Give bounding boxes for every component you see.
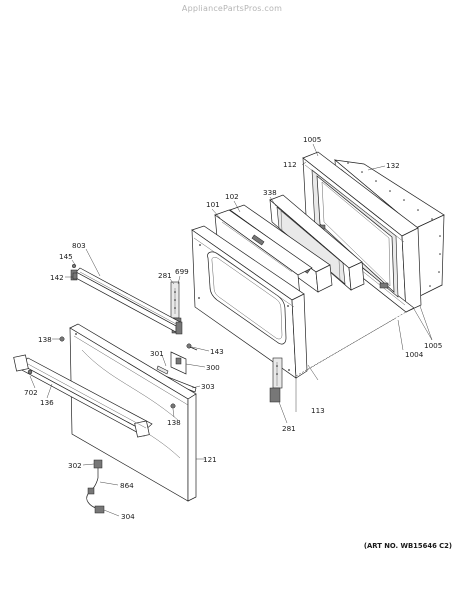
callout-138-left: 138 [38,335,52,344]
door-handle-136 [13,354,153,438]
lock-bracket-300 [170,351,187,375]
inner-door-panel [191,225,308,379]
callout-138-right: 138 [167,418,181,427]
callout-338: 338 [263,188,277,197]
screw-143 [186,343,198,351]
hinge-right-281 [269,357,283,403]
screw-138-right [170,403,176,409]
callout-864: 864 [120,481,134,490]
callout-101: 101 [206,200,220,209]
latch-link-301 [156,365,169,375]
outer-door-glass-121 [69,323,197,502]
screw-138-left [59,336,65,342]
callout-1005-top: 1005 [303,135,321,144]
callout-303: 303 [201,382,215,391]
screw-702 [27,369,33,375]
callout-304: 304 [121,512,135,521]
leader-lines [29,143,433,517]
callout-302: 302 [68,461,82,470]
callout-142: 142 [50,273,64,282]
site-watermark: AppliancePartsPros.com [181,4,283,13]
callout-112: 112 [283,160,297,169]
callout-803: 803 [72,241,86,250]
callout-labels: 1005 112 132 338 102 101 803 145 142 281… [24,135,452,550]
callout-301: 301 [150,349,164,358]
vent-trim-803 [70,267,183,335]
callout-145: 145 [59,252,73,261]
callout-1005-right: 1005 [424,341,442,350]
assembly-lines [295,311,407,412]
inner-door-liner-112 [302,151,422,313]
callout-121: 121 [203,455,217,464]
art-number: (ART NO. WB15646 C2) [364,542,452,550]
callout-113: 113 [311,406,325,415]
callout-300: 300 [206,363,220,372]
callout-281-right: 281 [282,424,296,433]
callout-1004: 1004 [405,350,424,359]
callout-102: 102 [225,192,239,201]
connector-304 [87,487,105,514]
callout-702: 702 [24,388,38,397]
door-switch-302 [93,459,103,478]
callout-132: 132 [386,161,400,170]
callout-143: 143 [210,347,224,356]
screw-142 [72,272,78,280]
callout-699: 699 [175,267,189,276]
callout-136: 136 [40,398,54,407]
callout-281-left: 281 [158,271,172,280]
